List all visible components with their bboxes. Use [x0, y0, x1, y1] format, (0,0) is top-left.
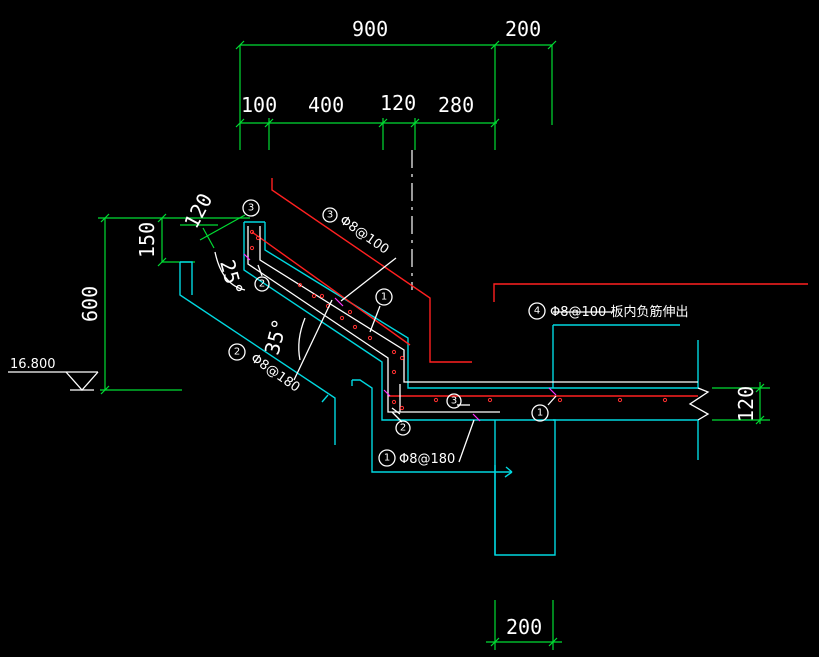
top-dimension-lines [235, 40, 557, 150]
svg-text:2: 2 [234, 347, 240, 358]
marker-2-lower: 2 [395, 420, 411, 436]
svg-text:2: 2 [400, 423, 406, 434]
dim-seg-3: 120 [380, 91, 416, 115]
marker-4-label: 4 [528, 302, 546, 320]
angle-arc-upper [214, 251, 246, 291]
angle-arc-lower [298, 317, 306, 361]
dim-slab-thickness-top: 120 [179, 189, 217, 232]
svg-text:1: 1 [381, 292, 387, 303]
marker-1-slab: 1 [531, 404, 549, 422]
marker-1-slope: 1 [375, 288, 393, 306]
dim-bottom-beam: 200 [506, 615, 542, 639]
concrete-outline [179, 221, 699, 556]
dim-top-total: 900 [352, 17, 388, 41]
rebar-label-1: Φ8@180 [399, 452, 455, 467]
angle-upper: 25° [215, 257, 248, 298]
bottom-dimension-lines [486, 600, 562, 650]
dim-left-height: 600 [78, 286, 102, 322]
marker-1-label: 1 [378, 449, 396, 467]
svg-text:3: 3 [248, 203, 254, 214]
svg-text:3: 3 [327, 210, 333, 221]
svg-text:3: 3 [451, 396, 457, 407]
dim-seg-2: 400 [308, 93, 344, 117]
rebar-label-4: Φ8@100 板内负筋伸出 [550, 304, 688, 320]
svg-text:2: 2 [259, 279, 265, 290]
marker-3-label: 3 [322, 207, 338, 223]
dim-slab-thickness-right: 120 [734, 386, 758, 422]
bottom-rebar [247, 226, 698, 415]
svg-text:4: 4 [534, 306, 540, 317]
top-rebar [251, 178, 808, 397]
elevation-label: 16.800 [10, 357, 56, 372]
break-line [688, 387, 710, 421]
dim-seg-1: 100 [241, 93, 277, 117]
elevation-marker [8, 371, 99, 391]
rebar-dots [249, 229, 668, 411]
left-dimension-lines [98, 213, 250, 395]
leader-lines [257, 257, 613, 463]
marker-2-label: 2 [228, 343, 246, 361]
marker-3-slab: 3 [446, 393, 462, 409]
section-marks [243, 253, 557, 422]
dim-top-right: 200 [505, 17, 541, 41]
marker-2-upper: 2 [254, 276, 270, 292]
rebar-label-3: Φ8@100 [337, 213, 392, 258]
svg-text:1: 1 [384, 453, 390, 464]
svg-text:1: 1 [537, 408, 543, 419]
dim-left-small: 150 [135, 222, 159, 258]
marker-3-top: 3 [242, 199, 260, 217]
dim-seg-4: 280 [438, 93, 474, 117]
right-dimension-lines [712, 382, 770, 425]
